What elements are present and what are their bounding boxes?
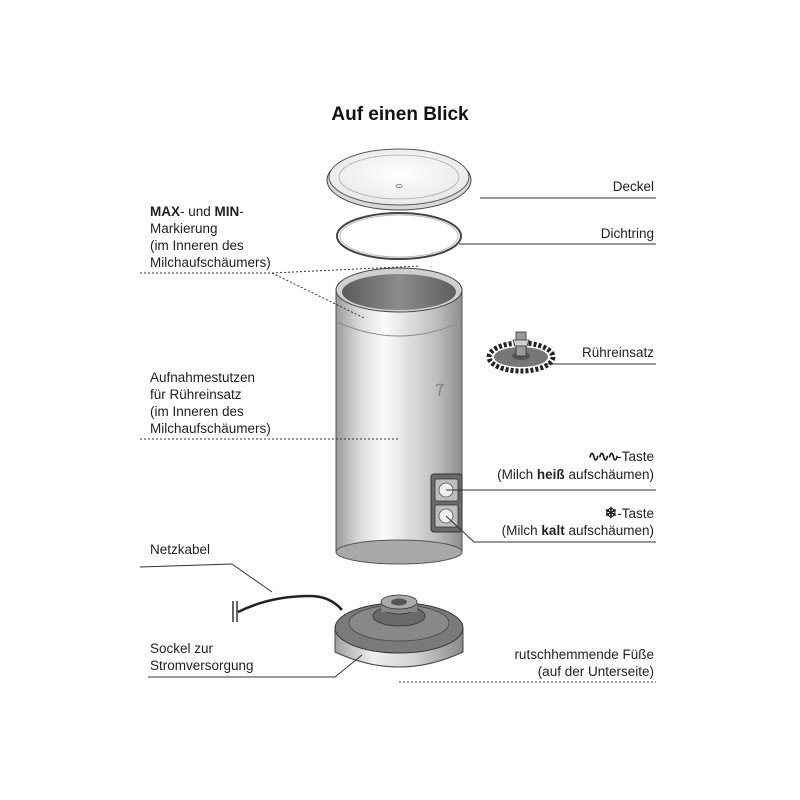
label-kalt-desc: (Milch kalt aufschäumen) xyxy=(501,523,654,538)
label-fuesse-line2: (auf der Unterseite) xyxy=(537,664,654,679)
label-aufnahme-line1: Aufnahmestutzen xyxy=(150,370,256,385)
snowflake-icon: ❄ xyxy=(604,505,618,522)
label-aufnahme-line2: für Rühreinsatz xyxy=(150,387,242,402)
label-sockel-line1: Sockel zur xyxy=(150,641,214,656)
steam-waves-icon: ∿∿∿ xyxy=(588,448,619,464)
label-aufnahme-line3: (im Inneren des xyxy=(150,404,244,419)
label-dichtring: Dichtring xyxy=(600,226,654,241)
power-cable xyxy=(232,594,343,622)
whisk-attachment xyxy=(486,331,556,374)
label-max-line4: Milchaufschäumers) xyxy=(150,255,271,270)
seal-ring xyxy=(336,212,462,260)
page-title: Auf einen Blick xyxy=(331,104,469,125)
frother-body xyxy=(335,267,463,565)
power-base xyxy=(334,594,464,668)
label-ruehreinsatz: Rühreinsatz xyxy=(581,345,654,360)
label-fuesse-line1: rutschhemmende Füße xyxy=(514,647,654,662)
label-heiss-desc: (Milch heiß aufschäumen) xyxy=(497,467,654,482)
label-max-min: MAX- und MIN- xyxy=(150,204,244,219)
button-panel xyxy=(430,473,463,533)
lid xyxy=(326,148,472,211)
label-heiss-taste: ∿∿∿-Taste xyxy=(588,448,654,464)
label-aufnahme-line4: Milchaufschäumers) xyxy=(150,421,271,436)
leader-lines xyxy=(139,197,656,683)
label-sockel-line2: Stromversorgung xyxy=(150,658,254,673)
label-kalt-taste: ❄-Taste xyxy=(604,505,654,522)
label-deckel: Deckel xyxy=(612,179,654,194)
label-netzkabel: Netzkabel xyxy=(150,542,211,557)
label-max-line2: Markierung xyxy=(150,221,218,236)
label-max-line3: (im Inneren des xyxy=(150,238,244,253)
